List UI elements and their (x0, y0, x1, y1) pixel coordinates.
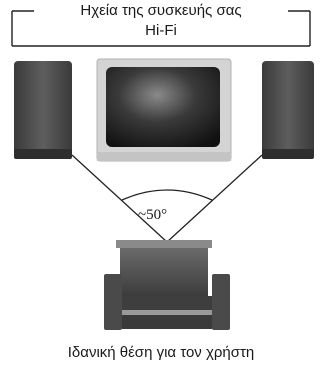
header-bracket (11, 10, 311, 47)
right-speaker (262, 61, 314, 159)
left-speaker (14, 61, 72, 159)
television (96, 58, 232, 162)
angle-label: ~50° (138, 207, 168, 223)
viewing-angle-lines (71, 154, 263, 243)
speakers-title: Ηχεία της συσκευής σας (80, 2, 242, 19)
hifi-label: Hi-Fi (145, 22, 177, 39)
armchair (104, 240, 230, 330)
ideal-position-caption: Ιδανική θέση για τον χρήστη (67, 344, 255, 361)
